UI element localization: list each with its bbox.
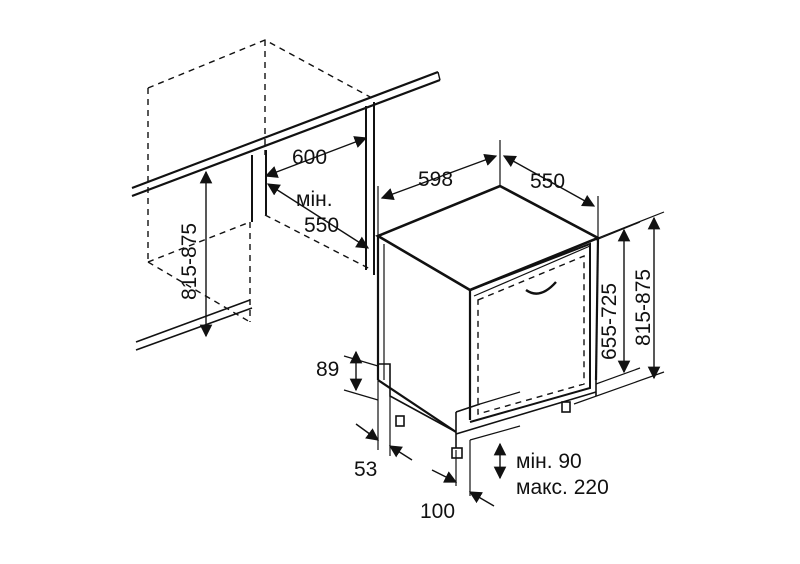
dim-appliance-depth (502, 155, 599, 238)
label-appliance-depth: 550 (530, 170, 565, 193)
label-appliance-height: 815-875 (632, 269, 655, 346)
dim-door-height (595, 221, 641, 385)
dishwasher-body (375, 184, 602, 448)
dim-plinth-depth (355, 380, 413, 461)
dim-foot-adjust (469, 391, 521, 480)
dim-plinth-height (343, 350, 379, 401)
label-door-gap: 100 (420, 500, 455, 523)
label-foot-max: макс. 220 (516, 476, 609, 499)
label-plinth-height: 89 (316, 358, 339, 381)
dim-appliance-height (573, 211, 665, 405)
dim-cabinet-width (264, 136, 368, 178)
label-min: мін. (296, 188, 333, 211)
worktop (131, 70, 441, 198)
label-appliance-width: 598 (418, 168, 453, 191)
dim-appliance-width (377, 140, 501, 236)
feet (395, 401, 571, 459)
label-cabinet-depth: 550 (304, 214, 339, 237)
door-handle (525, 281, 557, 295)
dim-cabinet-depth (266, 183, 370, 249)
dim-door-gap (431, 440, 495, 507)
label-cabinet-height: 815-875 (178, 223, 201, 300)
label-foot-min: мін. 90 (516, 450, 582, 473)
label-plinth-depth: 53 (354, 458, 377, 481)
label-door-height: 655-725 (598, 283, 621, 360)
label-cabinet-width: 600 (292, 146, 327, 169)
